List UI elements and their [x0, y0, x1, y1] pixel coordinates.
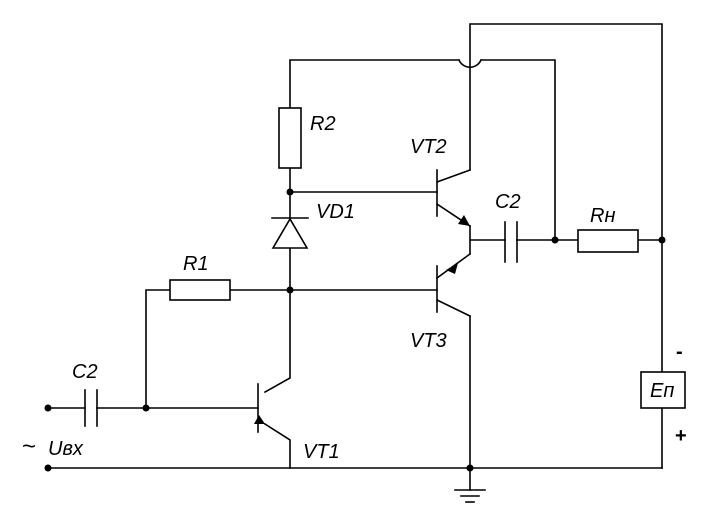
label-vd1: VD1	[316, 201, 355, 223]
wire-r1-feedback	[145, 289, 171, 409]
resistor-rn	[577, 229, 639, 253]
resistor-r1	[169, 279, 231, 301]
label-uin: Uвх	[48, 438, 84, 460]
label-plus: +	[675, 425, 687, 447]
label-rn: Rн	[590, 205, 615, 227]
wire-top-rail-right	[480, 59, 556, 241]
label-vt2: VT2	[410, 136, 447, 158]
label-supply: Eп	[650, 380, 674, 402]
ground-symbol	[454, 489, 486, 503]
resistor-r2	[278, 107, 302, 169]
label-c2-input: C2	[72, 361, 98, 383]
transistor-vt1	[254, 383, 265, 433]
wire-vd1-vt1	[263, 247, 291, 394]
supply-ep-box	[640, 371, 686, 409]
label-vt1: VT1	[303, 441, 340, 463]
transistor-vt2	[435, 168, 472, 228]
wire-outer-loop	[469, 23, 663, 373]
label-r2: R2	[310, 113, 336, 135]
wire-top-rail-left	[289, 59, 460, 109]
label-vt3: VT3	[410, 330, 447, 352]
input-terminal-bottom	[44, 464, 52, 472]
label-c2-output: C2	[495, 191, 521, 213]
transistor-vt3	[435, 252, 472, 318]
label-minus: -	[676, 341, 683, 363]
wiring	[47, 23, 663, 491]
wire-vt1-emitter	[263, 422, 291, 469]
tilde-icon: ~	[22, 433, 36, 460]
capacitor-c2-input	[84, 389, 98, 427]
diode-vd1	[271, 217, 309, 249]
junctions	[142, 188, 666, 472]
label-r1: R1	[183, 253, 209, 275]
capacitor-c2-output	[504, 221, 518, 263]
input-terminal-top	[44, 404, 52, 412]
